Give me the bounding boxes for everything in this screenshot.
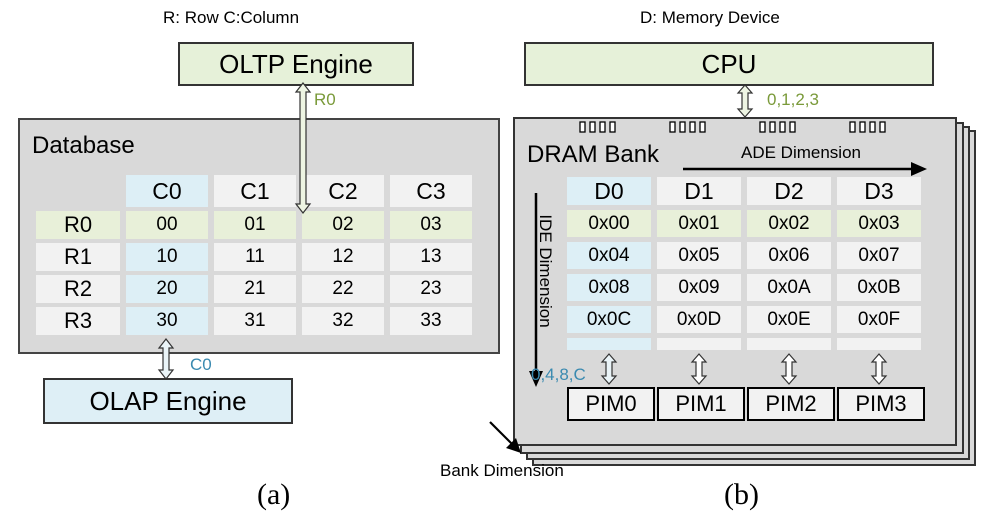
oltp-access-arrow-icon <box>294 82 312 214</box>
memory-cell: 0x05 <box>657 242 741 269</box>
pim3-arrow-icon <box>870 353 888 385</box>
panel-b-label: (b) <box>724 478 759 511</box>
table-cell: 13 <box>390 243 472 271</box>
row-label: R1 <box>36 243 120 271</box>
memory-cell: 0x0D <box>657 306 741 333</box>
memory-cell: 0x02 <box>747 210 831 237</box>
oltp-access-label: R0 <box>314 90 336 109</box>
row-label: R2 <box>36 275 120 303</box>
database-panel: Database C0 C1 C2 C3 R0 00 01 02 03 R1 1… <box>18 118 500 354</box>
column-header: C2 <box>302 175 384 207</box>
pim-unit: PIM0 <box>567 387 655 421</box>
memory-cell: 0x0B <box>837 274 921 301</box>
table-cell: 20 <box>126 275 208 303</box>
memory-cell: 0x0F <box>837 306 921 333</box>
memory-cell: 0x0A <box>747 274 831 301</box>
row-label: R0 <box>36 211 120 239</box>
memory-cell: 0x04 <box>567 242 651 269</box>
device-header: D0 <box>567 177 651 205</box>
table-cell: 30 <box>126 307 208 335</box>
memory-cell: 0x09 <box>657 274 741 301</box>
pim-access-label: 0,4,8,C <box>531 365 586 384</box>
table-cell: 00 <box>126 211 208 239</box>
pim-unit: PIM2 <box>747 387 835 421</box>
pim1-arrow-icon <box>690 353 708 385</box>
device-header: D3 <box>837 177 921 205</box>
oltp-engine-box: OLTP Engine <box>178 42 414 86</box>
pim0-arrow-icon <box>600 353 618 385</box>
memory-cell: 0x0E <box>747 306 831 333</box>
device-header: D2 <box>747 177 831 205</box>
dram-bank-panel: DRAM Bank ADE Dimension IDE Dimension D0… <box>513 117 957 446</box>
database-title: Database <box>32 132 135 159</box>
column-header: C3 <box>390 175 472 207</box>
table-cell: 03 <box>390 211 472 239</box>
memory-cell: 0x06 <box>747 242 831 269</box>
cpu-box: CPU <box>524 42 934 86</box>
column-header: C0 <box>126 175 208 207</box>
table-cell: 11 <box>214 243 296 271</box>
pim-unit: PIM1 <box>657 387 745 421</box>
legend-memory-device: D: Memory Device <box>640 8 780 27</box>
row-label: R3 <box>36 307 120 335</box>
ide-dimension-arrow-icon <box>529 193 543 387</box>
memory-cell: 0x0C <box>567 306 651 333</box>
table-cell: 10 <box>126 243 208 271</box>
bank-dimension-arrow-icon <box>489 421 521 453</box>
table-cell: 02 <box>302 211 384 239</box>
table-cell: 21 <box>214 275 296 303</box>
device-header: D1 <box>657 177 741 205</box>
pim-unit: PIM3 <box>837 387 925 421</box>
memory-cell: 0x07 <box>837 242 921 269</box>
dram-bank-title: DRAM Bank <box>527 141 660 168</box>
table-cell: 01 <box>214 211 296 239</box>
table-cell: 22 <box>302 275 384 303</box>
ade-dimension-arrow-icon <box>683 162 927 176</box>
memory-cell: 0x01 <box>657 210 741 237</box>
memory-cell-empty <box>837 338 921 350</box>
table-cell: 33 <box>390 307 472 335</box>
memory-cell-empty <box>567 338 651 350</box>
memory-cell: 0x03 <box>837 210 921 237</box>
table-cell: 23 <box>390 275 472 303</box>
olap-access-arrow-icon <box>157 338 175 380</box>
column-header: C1 <box>214 175 296 207</box>
memory-cell-empty <box>657 338 741 350</box>
memory-cell-empty <box>747 338 831 350</box>
olap-engine-box: OLAP Engine <box>43 378 293 424</box>
ade-dimension-label: ADE Dimension <box>741 143 861 162</box>
panel-a-label: (a) <box>257 478 291 511</box>
bank-dimension-label: Bank Dimension <box>440 461 564 480</box>
pim2-arrow-icon <box>780 353 798 385</box>
dram-pins-icon <box>579 121 886 133</box>
cpu-access-label: 0,1,2,3 <box>767 90 819 109</box>
table-cell: 32 <box>302 307 384 335</box>
cpu-access-arrow-icon <box>736 84 754 118</box>
legend-row-column: R: Row C:Column <box>163 8 300 27</box>
ide-dimension-label: IDE Dimension <box>536 214 555 328</box>
table-cell: 31 <box>214 307 296 335</box>
table-cell: 12 <box>302 243 384 271</box>
olap-access-label: C0 <box>190 355 212 374</box>
memory-cell: 0x00 <box>567 210 651 237</box>
memory-cell: 0x08 <box>567 274 651 301</box>
